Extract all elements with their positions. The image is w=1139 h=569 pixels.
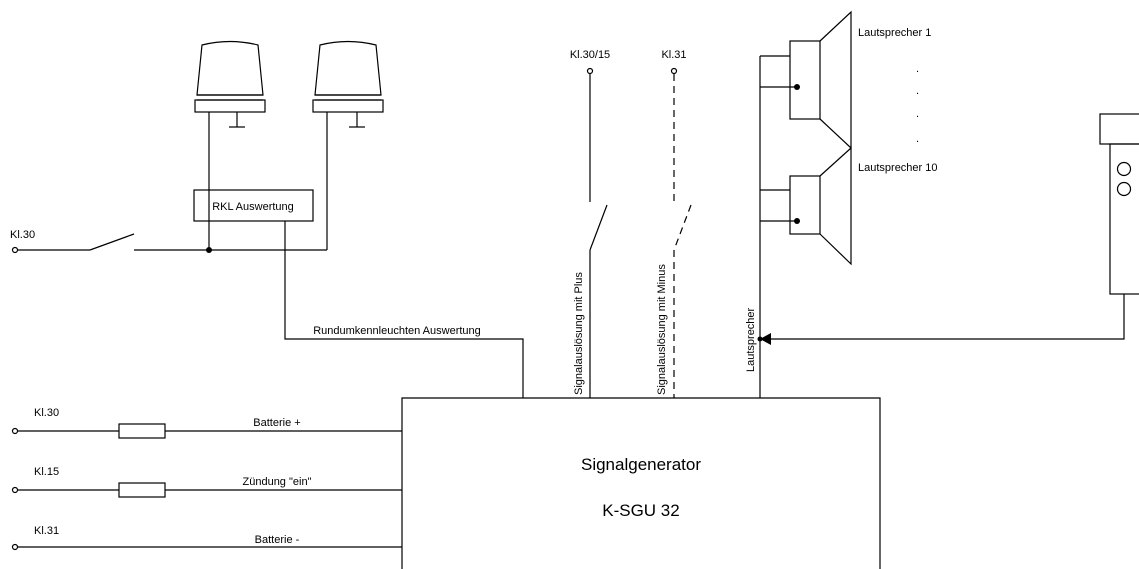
ignition-line: Kl.15 Zündung "ein"	[11, 466, 402, 498]
kl30-top-switch: Kl.30	[10, 229, 327, 254]
battery-plus-line: Kl.30 Batterie +	[11, 407, 402, 439]
svg-text:.: .	[916, 85, 919, 97]
kl30-15-label: Kl.30/15	[570, 49, 610, 61]
battery-minus-line: Kl.31 Batterie -	[11, 525, 402, 551]
control-panel	[757, 113, 1139, 345]
rkl-evaluation-box: RKL Auswertung	[193, 189, 314, 222]
speaker-wire-label: Lautsprecher	[745, 307, 757, 372]
sig-plus-label: Signalauslösung mit Plus	[573, 272, 585, 395]
generator-model: K-SGU 32	[602, 501, 679, 520]
beacon-left	[194, 40, 266, 250]
speaker-wiring: Lautsprecher	[745, 55, 797, 398]
kl31-top-label: Kl.31	[661, 49, 686, 61]
minus-trigger-switch: Kl.31 Signalauslösung mit Minus	[656, 49, 692, 398]
rkl-box-label: RKL Auswertung	[212, 201, 294, 213]
panel-button-icon	[1116, 181, 1132, 197]
beacon-right	[312, 40, 384, 250]
rkl-wire-label: Rundumkennleuchten Auswertung	[313, 325, 481, 337]
kl15-label: Kl.15	[34, 466, 59, 478]
signal-generator: Signalgenerator K-SGU 32	[401, 397, 881, 569]
ignition-label: Zündung "ein"	[243, 476, 312, 488]
plus-trigger-switch: Kl.30/15 Signalauslösung mit Plus	[570, 49, 610, 398]
battery-minus-label: Batterie -	[255, 534, 300, 546]
svg-text:.: .	[916, 108, 919, 120]
fuse-icon	[118, 423, 166, 439]
ellipsis-dots: . . . .	[916, 63, 919, 145]
fuse-icon	[118, 482, 166, 498]
speaker-10-label: Lautsprecher 10	[858, 162, 938, 174]
kl30-bottom-label: Kl.30	[34, 407, 59, 419]
speaker-10: Lautsprecher 10	[789, 146, 938, 266]
battery-plus-label: Batterie +	[253, 417, 300, 429]
kl31-bottom-label: Kl.31	[34, 525, 59, 537]
speaker-1-label: Lautsprecher 1	[858, 27, 931, 39]
rkl-signal-wire: Rundumkennleuchten Auswertung	[284, 221, 524, 398]
generator-name: Signalgenerator	[581, 455, 701, 474]
speaker-1: Lautsprecher 1	[789, 10, 931, 150]
panel-button-icon	[1116, 161, 1132, 177]
svg-text:.: .	[916, 63, 919, 75]
junction-dot	[206, 247, 212, 253]
arrow-icon	[760, 333, 771, 345]
sig-minus-label: Signalauslösung mit Minus	[656, 264, 668, 395]
svg-text:.: .	[916, 133, 919, 145]
kl30-top-label: Kl.30	[10, 229, 35, 241]
